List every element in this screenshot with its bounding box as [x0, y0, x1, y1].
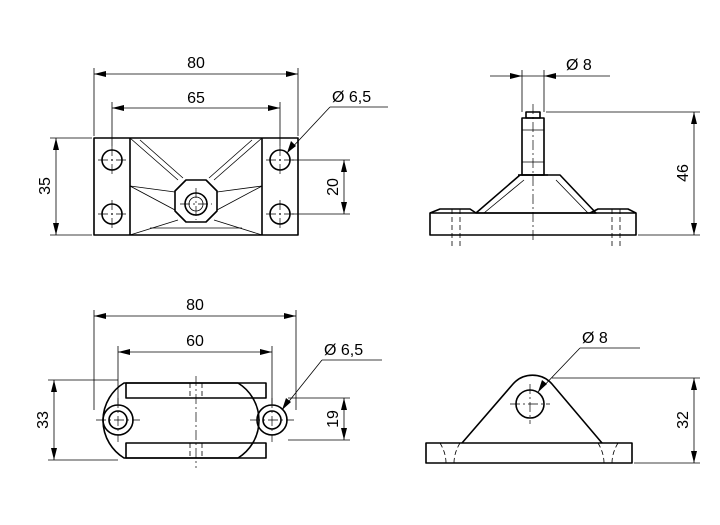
- dim-19-right: 19: [288, 397, 350, 441]
- dim-65-top: 65: [111, 90, 281, 146]
- cone-body: [475, 174, 597, 214]
- view-pin-side: Ø 8 46: [429, 57, 700, 246]
- ridge-line: [129, 185, 176, 211]
- ridge-line: [208, 139, 253, 179]
- hidden-hole-line: [597, 442, 605, 464]
- centerlines: [98, 146, 294, 228]
- centerlines: [96, 376, 294, 468]
- dim-label: 80: [187, 55, 205, 72]
- dim-label: 35: [37, 177, 54, 195]
- view-eye-side: Ø 8 32: [425, 330, 700, 464]
- dim-label: Ø 8: [582, 330, 608, 347]
- base-plate: [425, 442, 633, 464]
- view-oval-base-plan: 80 60 Ø 6,5 33: [35, 297, 382, 468]
- ridge-line: [129, 219, 179, 236]
- dim-label: 20: [325, 178, 342, 196]
- dim-20-right: 20: [292, 159, 350, 215]
- hidden-hole-line: [611, 442, 619, 464]
- hidden-hole-line: [439, 442, 447, 464]
- ridge-line: [139, 139, 184, 179]
- dim-hole-dia-bottom: Ø 6,5: [281, 342, 382, 411]
- dim-label: Ø 8: [566, 57, 592, 74]
- dim-label: 60: [186, 333, 204, 350]
- dim-label: 65: [187, 90, 205, 107]
- ridge-line: [216, 185, 263, 211]
- dim-33-left: 33: [35, 379, 118, 461]
- dim-46: 46: [546, 111, 700, 236]
- dim-80-top: 80: [93, 55, 299, 136]
- dim-60-bottom: 60: [117, 333, 273, 404]
- dim-label: Ø 6,5: [324, 342, 363, 359]
- octagon-boss: [174, 179, 218, 223]
- dim-pin-dia: Ø 8: [490, 57, 610, 112]
- ridge-line: [213, 219, 263, 236]
- dim-label: 80: [186, 297, 204, 314]
- dim-lug-hole-dia: Ø 8: [537, 330, 640, 393]
- pad-left: [429, 208, 477, 214]
- ridge-line: [216, 185, 263, 193]
- base-outline: [93, 137, 299, 236]
- dim-35-left: 35: [37, 137, 92, 236]
- ridge-line: [213, 137, 263, 181]
- dim-label: 46: [675, 164, 692, 182]
- dim-label: 32: [675, 411, 692, 429]
- ridge-line: [129, 185, 176, 193]
- dim-hole-dia-top: Ø 6,5: [286, 89, 388, 154]
- hidden-hole-line: [453, 442, 461, 464]
- dim-label: 33: [35, 411, 52, 429]
- dim-32: 32: [552, 377, 700, 464]
- dim-80-bottom: 80: [93, 297, 297, 410]
- dim-label: 19: [325, 410, 342, 428]
- ridge-line: [129, 137, 179, 181]
- dim-label: Ø 6,5: [332, 89, 371, 106]
- lug-body: [461, 374, 603, 444]
- view-rect-base-plan: 80 65 Ø 6,5 35: [37, 55, 388, 236]
